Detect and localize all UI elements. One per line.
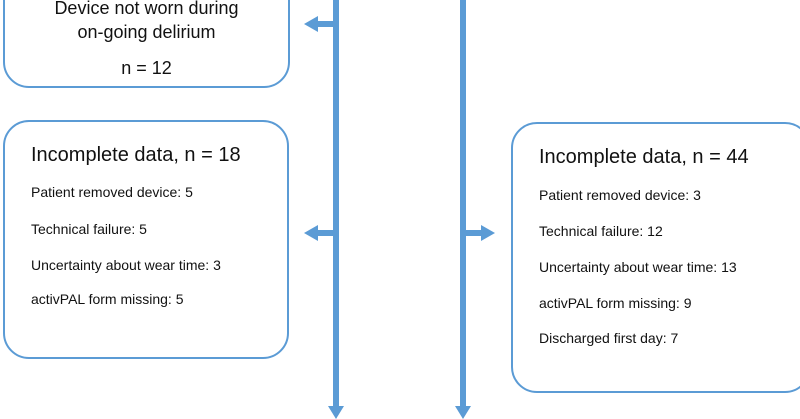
left-incomplete-data-box: Incomplete data, n = 18 Patient removed … bbox=[3, 120, 289, 359]
left-box-title: Incomplete data, n = 18 bbox=[31, 144, 241, 166]
delirium-count: n = 12 bbox=[121, 58, 172, 78]
right-down-arrowhead bbox=[455, 406, 471, 419]
left-item: Uncertainty about wear time: 3 bbox=[31, 257, 221, 273]
arrow-to-left-incomplete-box bbox=[304, 225, 336, 241]
left-flow-line bbox=[333, 0, 339, 408]
right-flow-line bbox=[460, 0, 466, 408]
delirium-line1: Device not worn during bbox=[54, 0, 239, 18]
arrow-to-delirium-box bbox=[304, 16, 336, 32]
right-item: Technical failure: 12 bbox=[539, 223, 663, 239]
right-item: activPAL form missing: 9 bbox=[539, 295, 692, 311]
excluded-delirium-box: Device not worn during on-going delirium… bbox=[3, 0, 290, 88]
delirium-line2: on-going delirium bbox=[77, 22, 216, 42]
right-item: Uncertainty about wear time: 13 bbox=[539, 259, 737, 275]
arrow-to-right-incomplete-box bbox=[463, 225, 495, 241]
right-incomplete-data-box: Incomplete data, n = 44 Patient removed … bbox=[511, 122, 800, 393]
right-box-title: Incomplete data, n = 44 bbox=[539, 146, 749, 168]
right-item: Discharged first day: 7 bbox=[539, 330, 679, 346]
left-item: Patient removed device: 5 bbox=[31, 184, 193, 200]
right-item: Patient removed device: 3 bbox=[539, 187, 701, 203]
left-item: activPAL form missing: 5 bbox=[31, 291, 184, 307]
left-down-arrowhead bbox=[328, 406, 344, 419]
left-item: Technical failure: 5 bbox=[31, 221, 147, 237]
